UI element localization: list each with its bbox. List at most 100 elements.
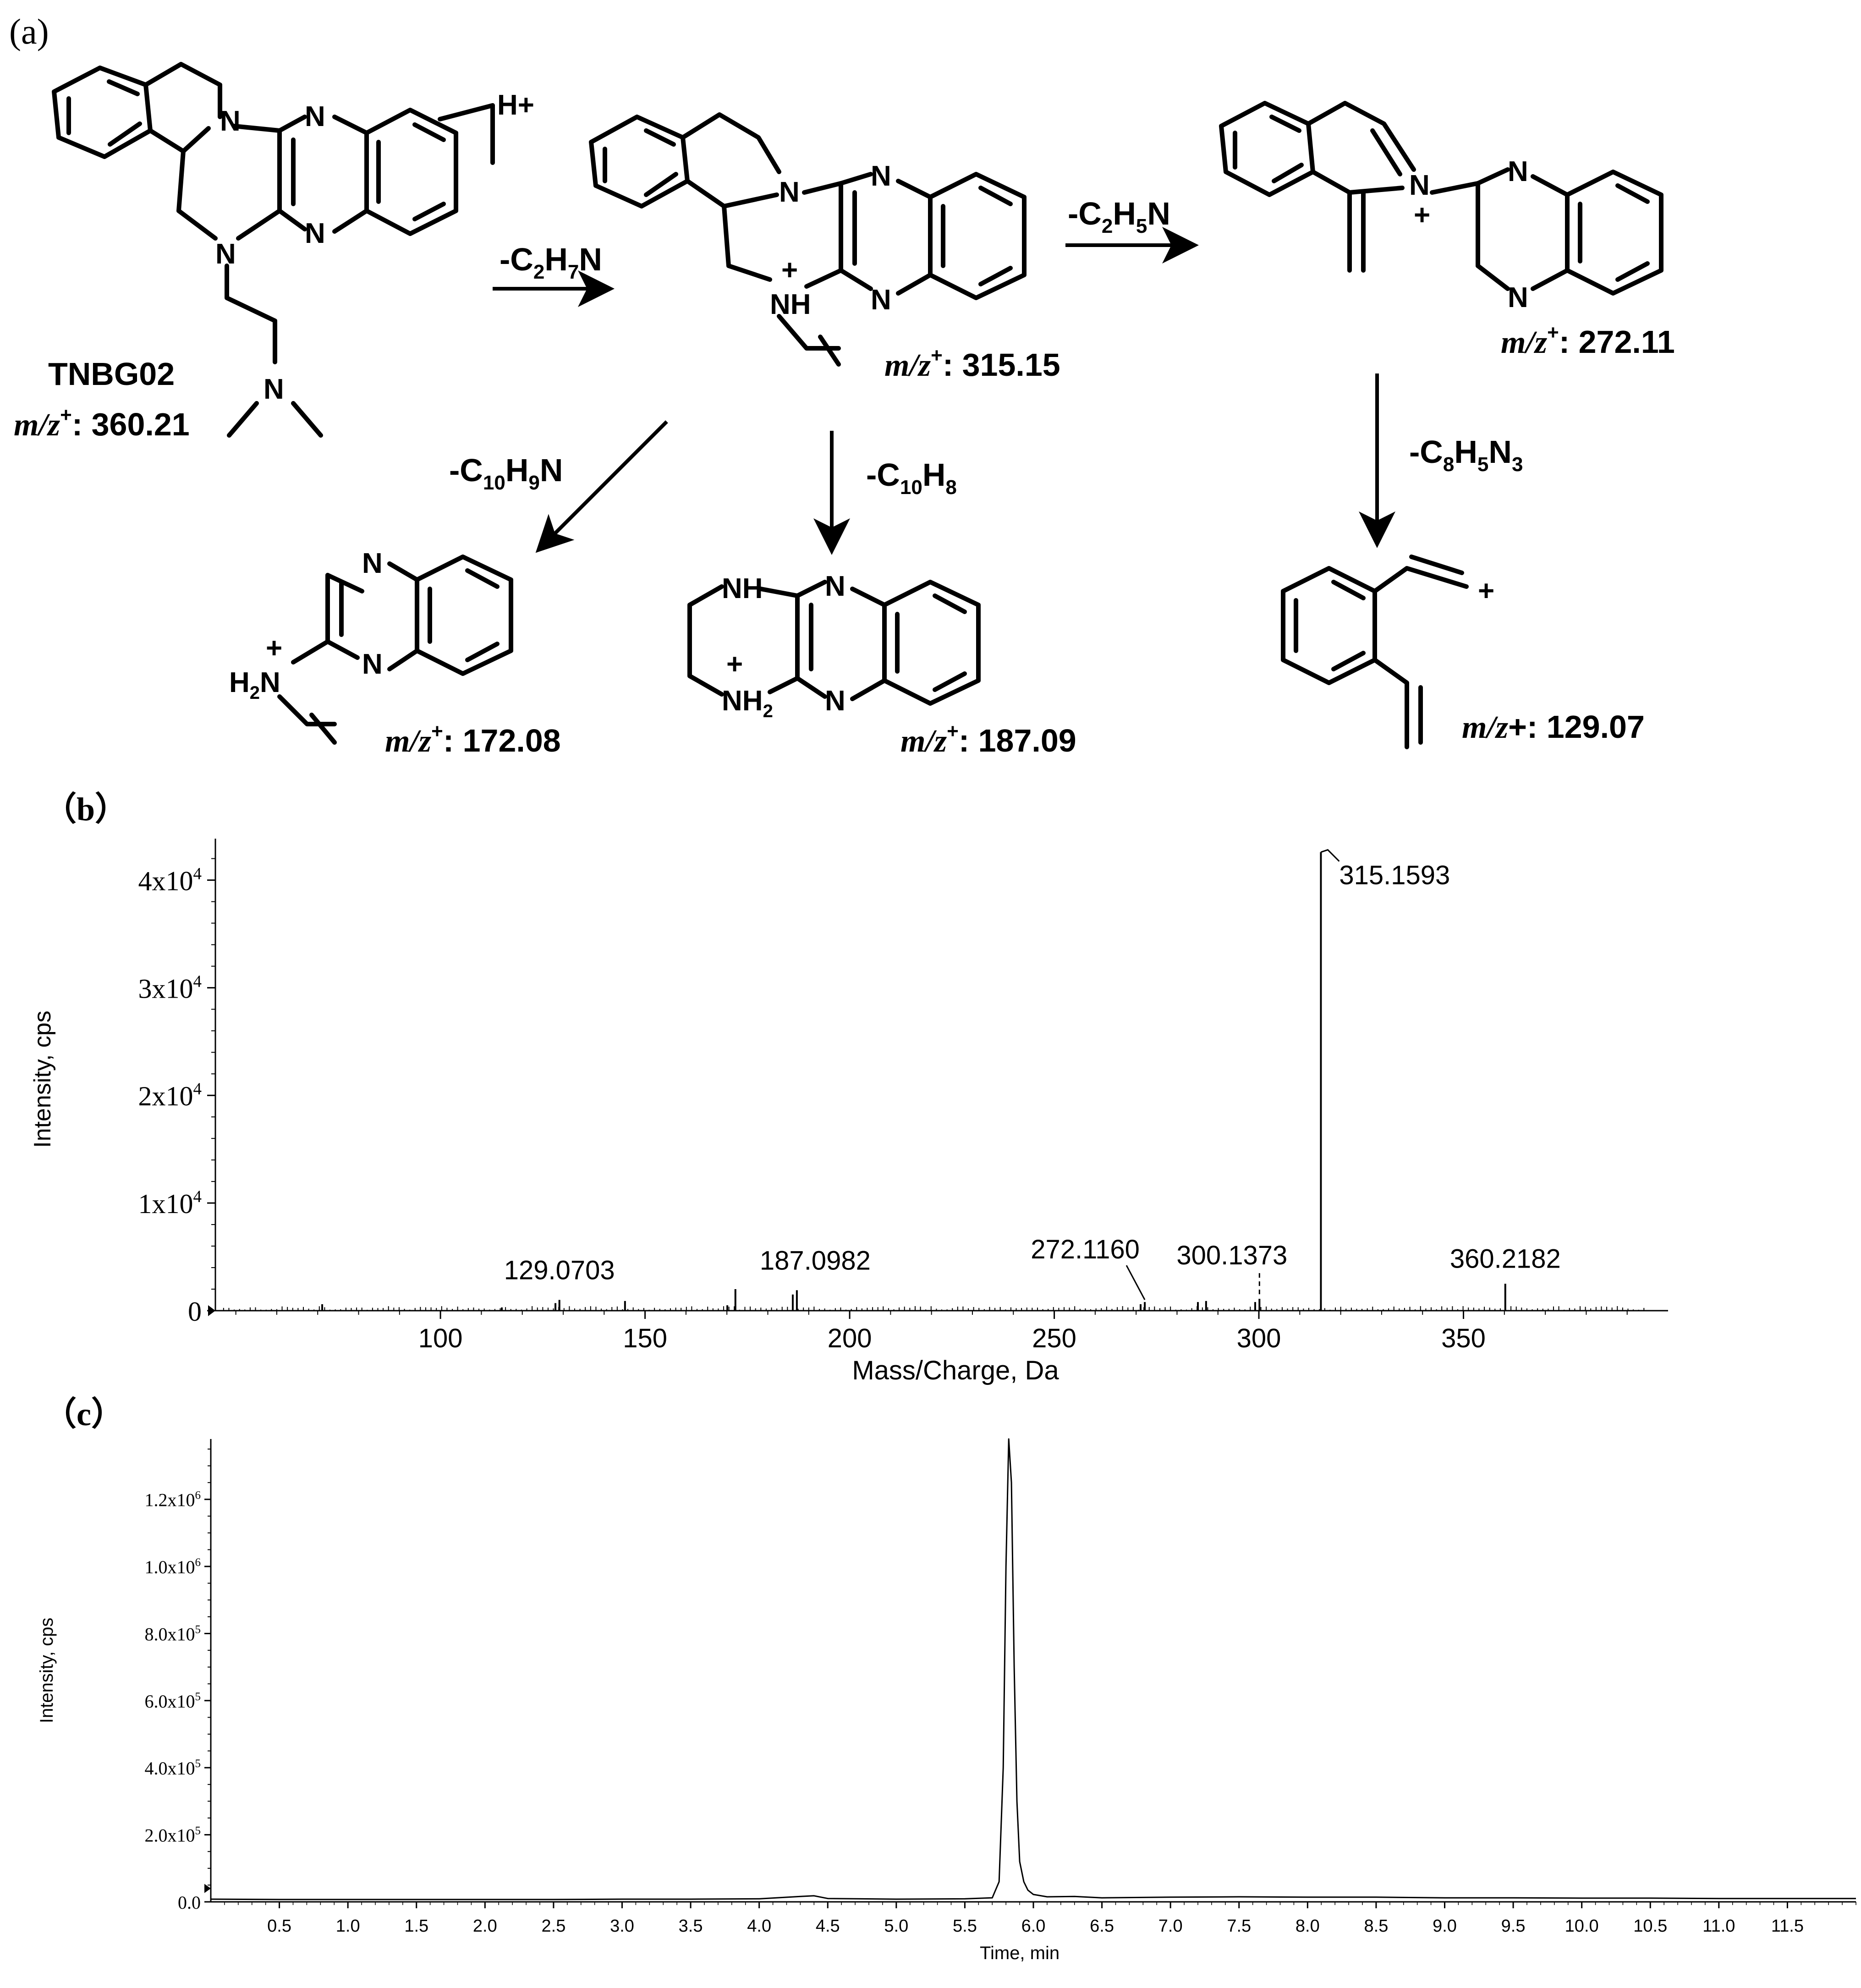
x-tick-label: 8.0 <box>1296 1917 1320 1936</box>
atom-n: N <box>362 548 383 579</box>
axis-marker <box>204 1884 211 1893</box>
chromatogram-chart: （c） 0.02.0x1054.0x1056.0x1058.0x1051.0x1… <box>37 1396 1856 1963</box>
x-tick-label: 3.0 <box>610 1917 634 1936</box>
peak-label-187: 187.0982 <box>760 1246 871 1275</box>
frag-272-mz: m/z+: 272.11 <box>1501 321 1675 360</box>
x-tick-label: 11.0 <box>1702 1917 1735 1936</box>
peak-label-315: 315.1593 <box>1339 860 1450 890</box>
atom-n: N <box>215 238 236 270</box>
atom-n: N <box>871 284 891 316</box>
atom-n: N <box>871 160 891 192</box>
frag-187-mz: m/z+: 187.09 <box>900 720 1076 759</box>
y-axis-title: Intensity, cps <box>29 1010 56 1148</box>
axis-marker <box>208 1305 215 1316</box>
structure-129: + <box>1281 555 1494 749</box>
x-tick-label: 9.5 <box>1501 1917 1526 1936</box>
structure-272: N N N + <box>1219 101 1663 313</box>
x-tick-label: 4.0 <box>747 1917 771 1936</box>
atom-n: N <box>1409 170 1430 201</box>
structure-tnbg02: N N N N N H+ <box>52 62 534 438</box>
y-tick-label: 6.0x105 <box>145 1691 201 1712</box>
x-tick-label: 1.0 <box>336 1917 360 1936</box>
atom-plus: + <box>781 254 798 286</box>
x-tick-label: 6.0 <box>1021 1917 1046 1936</box>
panel-label-a: (a) <box>9 11 49 51</box>
atom-plus: + <box>266 632 282 664</box>
x-tick-label: 350 <box>1441 1324 1486 1353</box>
peak-label-leader <box>1320 849 1340 862</box>
atom-n: N <box>305 101 325 132</box>
structure-172: N N H2N + <box>229 548 513 745</box>
atom-h2n: H2N <box>229 667 280 703</box>
x-axis-title: Time, min <box>980 1943 1060 1963</box>
parent-name: TNBG02 <box>48 356 175 392</box>
y-tick-label: 3x104 <box>138 972 202 1004</box>
frag-172-mz: m/z+: 172.08 <box>385 720 561 759</box>
atom-nh2: NH2 <box>722 685 773 721</box>
y-tick-label: 0.0 <box>178 1892 201 1913</box>
x-tick-label: 7.5 <box>1227 1917 1251 1936</box>
x-tick-label: 100 <box>418 1324 463 1353</box>
y-tick-label: 1.2x106 <box>145 1489 201 1510</box>
atom-n: N <box>264 373 284 405</box>
x-tick-label: 10.5 <box>1633 1917 1667 1936</box>
x-tick-label: 10.0 <box>1565 1917 1599 1936</box>
x-tick-label: 5.0 <box>884 1917 908 1936</box>
atom-plus: + <box>1414 199 1430 231</box>
atom-n: N <box>362 648 383 680</box>
x-tick-label: 2.5 <box>542 1917 566 1936</box>
peak-label-300: 300.1373 <box>1176 1241 1287 1270</box>
x-tick-label: 0.5 <box>267 1917 291 1936</box>
loss-5-label: -C8H5N3 <box>1409 434 1523 476</box>
atom-n: N <box>779 176 800 208</box>
x-tick-label: 200 <box>828 1324 872 1353</box>
peak-label-129: 129.0703 <box>504 1256 615 1285</box>
y-tick-label: 8.0x105 <box>145 1623 201 1644</box>
peak-label-272: 272.1160 <box>1031 1235 1140 1264</box>
y-tick-label: 4.0x105 <box>145 1757 201 1779</box>
fragmentation-scheme: (a) <box>9 11 1675 759</box>
loss-4-label: -C10H8 <box>866 457 957 499</box>
structure-315: N N N NH + <box>589 112 1027 367</box>
atom-n: N <box>1508 282 1528 313</box>
atom-n: N <box>1508 156 1528 187</box>
atom-plus: + <box>1478 575 1494 607</box>
x-tick-label: 8.5 <box>1364 1917 1389 1936</box>
arrow-loss-3 <box>535 420 668 553</box>
atom-n: N <box>825 571 845 602</box>
parent-mz: m/z+: 360.21 <box>14 404 190 443</box>
frag-315-mz: m/z+: 315.15 <box>884 344 1060 383</box>
x-tick-label: 250 <box>1032 1324 1076 1353</box>
y-axis-title: Intensity, cps <box>37 1618 57 1723</box>
y-tick-label: 4x104 <box>138 864 202 896</box>
atom-nh: NH <box>722 573 763 604</box>
x-tick-label: 9.0 <box>1433 1917 1457 1936</box>
loss-2-label: -C2H5N <box>1068 196 1170 237</box>
atom-nh: NH <box>770 289 811 320</box>
loss-3-label: -C10H9N <box>449 452 563 494</box>
x-tick-label: 150 <box>623 1324 667 1353</box>
panel-label-b: （b） <box>44 791 128 828</box>
x-tick-label: 4.5 <box>816 1917 840 1936</box>
x-tick-label: 300 <box>1237 1324 1281 1353</box>
parent-charge: H+ <box>497 89 534 121</box>
y-tick-label: 1.0x106 <box>145 1556 201 1577</box>
x-tick-label: 6.5 <box>1090 1917 1114 1936</box>
y-tick-label: 0 <box>188 1296 202 1327</box>
atom-n: N <box>305 218 325 249</box>
x-tick-label: 11.5 <box>1771 1917 1804 1936</box>
x-tick-label: 2.0 <box>473 1917 497 1936</box>
x-tick-label: 1.5 <box>404 1917 428 1936</box>
fragmentation-scheme-panel: (a) <box>0 0 1861 770</box>
x-tick-label: 3.5 <box>679 1917 703 1936</box>
frag-129-mz: m/z+: 129.07 <box>1462 709 1645 745</box>
atom-n: N <box>825 685 845 717</box>
panel-label-c: （c） <box>44 1396 124 1433</box>
atom-plus: + <box>726 648 743 680</box>
y-tick-label: 1x104 <box>138 1187 202 1219</box>
atom-n: N <box>220 105 241 137</box>
structure-187: NH N N NH2 + <box>687 571 981 721</box>
